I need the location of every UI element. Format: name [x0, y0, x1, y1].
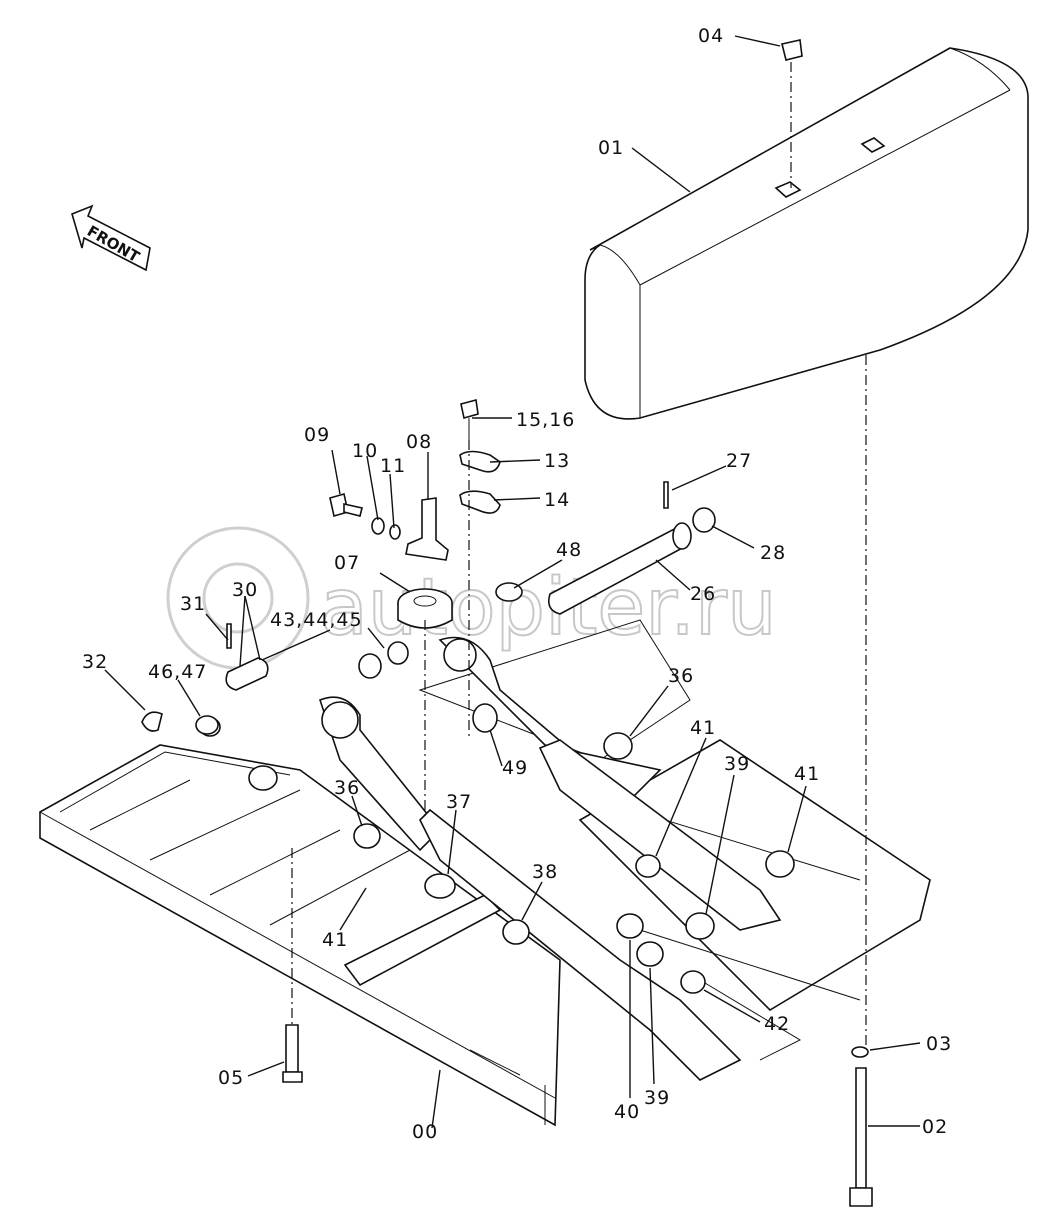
- callout-03: 03: [926, 1033, 952, 1055]
- callout-27: 27: [726, 450, 752, 472]
- callout-41-left: 41: [322, 929, 348, 951]
- callout-48: 48: [556, 539, 582, 561]
- callout-26: 26: [690, 583, 716, 605]
- callout-13: 13: [544, 450, 570, 472]
- callout-09: 09: [304, 424, 330, 446]
- callouts: 04 01 15,16 13 14 08 09 10 11 07 27 28 2…: [82, 25, 952, 1143]
- callout-37: 37: [446, 791, 472, 813]
- watermark: autopiter.ru: [166, 526, 778, 670]
- callout-42: 42: [764, 1013, 790, 1035]
- watermark-text: autopiter.ru: [320, 563, 777, 653]
- callout-07: 07: [334, 552, 360, 574]
- callout-43-44-45: 43,44,45: [270, 609, 363, 631]
- callout-40: 40: [614, 1101, 640, 1123]
- callout-02: 02: [922, 1116, 948, 1138]
- callout-32: 32: [82, 651, 108, 673]
- callout-39-bottom: 39: [644, 1087, 670, 1109]
- counterweight: [584, 47, 1029, 420]
- callout-39-top: 39: [724, 753, 750, 775]
- center-lines: [291, 62, 867, 1045]
- callout-41-right: 41: [794, 763, 820, 785]
- boom-bracket: [319, 636, 782, 1081]
- callout-11: 11: [380, 455, 406, 477]
- callout-49: 49: [502, 757, 528, 779]
- callout-36-right: 36: [668, 665, 694, 687]
- callout-46-47: 46,47: [148, 661, 207, 683]
- callout-04: 04: [698, 25, 724, 47]
- leader-lines: [104, 35, 921, 1129]
- callout-14: 14: [544, 489, 570, 511]
- callout-41-top: 41: [690, 717, 716, 739]
- callout-28: 28: [760, 542, 786, 564]
- callout-15-16: 15,16: [516, 409, 575, 431]
- callout-05: 05: [218, 1067, 244, 1089]
- main-frame: [39, 619, 931, 1127]
- callout-01: 01: [598, 137, 624, 159]
- callout-36-left: 36: [334, 777, 360, 799]
- callout-00: 00: [412, 1121, 438, 1143]
- callout-38: 38: [532, 861, 558, 883]
- callout-30: 30: [232, 579, 258, 601]
- callout-10: 10: [352, 440, 378, 462]
- front-arrow: FRONT: [71, 204, 151, 272]
- callout-08: 08: [406, 431, 432, 453]
- callout-31: 31: [180, 593, 206, 615]
- exploded-parts: [195, 39, 873, 1207]
